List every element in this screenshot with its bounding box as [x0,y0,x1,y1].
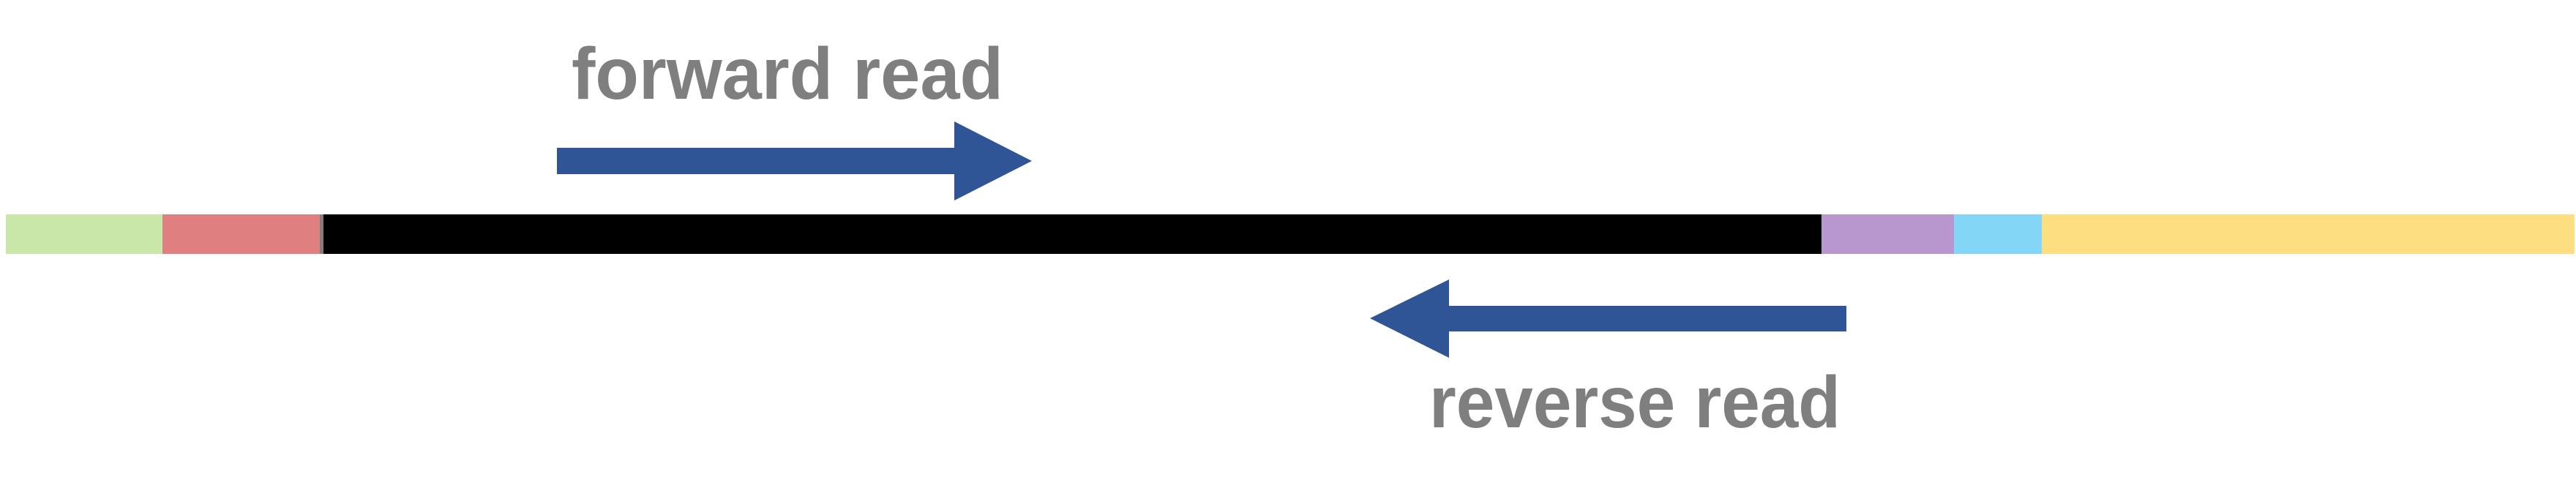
segment-green [6,214,162,254]
segment-red [162,214,320,254]
forward-arrow-icon [557,121,1032,200]
segment-purple [1821,214,1954,254]
segment-black-insert [323,214,1821,254]
segment-blue [1954,214,2042,254]
segment-gray [320,214,323,254]
reverse-read-label: reverse read [1429,361,1841,443]
forward-read-label: forward read [572,33,1003,115]
reverse-arrow-icon [1370,279,1846,358]
segment-yellow [2042,214,2575,254]
sequence-bar [6,214,2575,254]
